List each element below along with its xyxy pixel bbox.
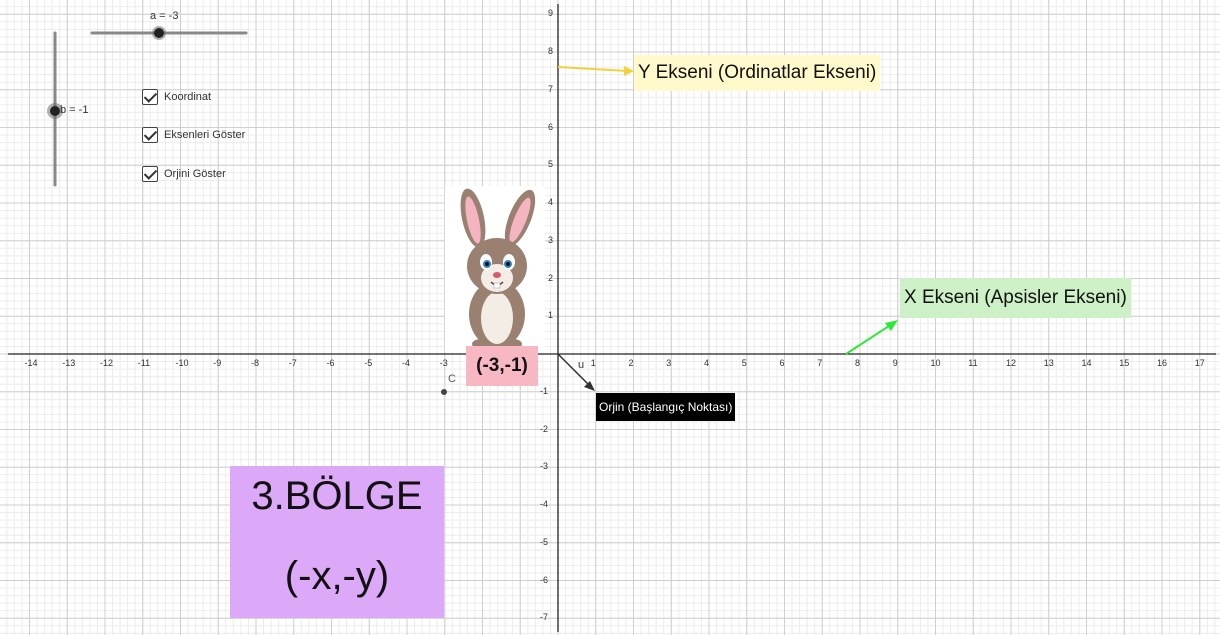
arrow-head-icon — [584, 381, 595, 391]
x-tick-label: 3 — [666, 358, 672, 368]
checkbox-koordinat[interactable]: Koordinat — [142, 89, 211, 105]
x-tick-label: 17 — [1194, 358, 1205, 368]
x-tick-label: -13 — [62, 358, 76, 368]
x-tick-label: -11 — [137, 358, 151, 368]
x-tick-label: 2 — [628, 358, 634, 368]
point-c[interactable] — [441, 389, 447, 395]
arrow-head-icon — [624, 66, 634, 76]
y-tick-label: 1 — [548, 310, 554, 321]
slider-b-handle[interactable] — [50, 106, 60, 116]
y-axis-label: Y Ekseni (Ordinatlar Ekseni) — [634, 55, 881, 91]
y-tick-label: 2 — [548, 272, 554, 283]
checkbox-label: Koordinat — [164, 91, 212, 103]
y-tick-label: 3 — [548, 234, 554, 245]
x-tick-label: 15 — [1119, 358, 1130, 368]
x-tick-label: -3 — [439, 358, 448, 368]
x-tick-label: 10 — [930, 358, 941, 368]
x-tick-label: -12 — [100, 358, 114, 368]
checkbox-checked-icon[interactable] — [142, 89, 158, 105]
y-tick-label: 6 — [548, 121, 554, 132]
x-tick-label: -14 — [24, 358, 38, 368]
y-tick-label: 9 — [548, 8, 554, 19]
y-tick-label: -5 — [540, 536, 549, 547]
y-axis-pointer-arrow — [557, 66, 629, 72]
x-tick-label: 4 — [704, 358, 710, 368]
x-tick-label: 6 — [779, 358, 785, 368]
checkbox-label: Orjini Göster — [164, 168, 226, 180]
y-tick-label: 7 — [548, 83, 554, 94]
y-tick-label: -3 — [540, 461, 549, 472]
y-tick-label: -1 — [540, 385, 549, 396]
x-tick-label: 1 — [590, 358, 596, 368]
slider-a-handle[interactable] — [154, 28, 164, 38]
y-tick-label: -7 — [540, 612, 549, 623]
y-tick-label: 5 — [548, 159, 554, 170]
x-tick-label: -10 — [175, 358, 189, 368]
region-title: 3.BÖLGE — [251, 474, 423, 518]
y-tick-label: -2 — [540, 423, 549, 434]
x-tick-label: 12 — [1006, 358, 1017, 368]
checkbox-checked-icon[interactable] — [142, 166, 158, 182]
region-box: 3.BÖLGE (-x,-y) — [230, 466, 444, 618]
x-tick-label: 5 — [741, 358, 747, 368]
origin-label: Orjin (Başlangıç Noktası) — [596, 393, 736, 421]
x-tick-label: 7 — [817, 358, 823, 368]
slider-a-label: a = -3 — [150, 10, 179, 22]
arrow-head-icon — [885, 320, 898, 331]
checkbox-label: Eksenleri Göster — [164, 129, 246, 141]
vector-u-label: u — [578, 359, 585, 371]
y-tick-label: 8 — [548, 46, 554, 56]
x-tick-label: 11 — [968, 358, 978, 368]
y-tick-label: -4 — [540, 499, 549, 509]
x-tick-label: 8 — [855, 358, 861, 368]
x-tick-label: 14 — [1081, 358, 1092, 368]
y-tick-label: -6 — [540, 574, 549, 585]
slider-b-label: b = -1 — [60, 104, 89, 116]
checkbox-eksenleri-goster[interactable]: Eksenleri Göster — [142, 127, 245, 143]
x-tick-label: 9 — [892, 358, 898, 368]
x-tick-label: -8 — [251, 358, 260, 368]
x-axis-label: X Ekseni (Apsisler Ekseni) — [900, 278, 1131, 318]
x-tick-label: -5 — [364, 358, 373, 368]
point-coordinate-label: (-3,-1) — [466, 346, 538, 386]
x-tick-label: -7 — [288, 358, 297, 368]
x-axis-pointer-arrow — [845, 323, 893, 355]
rabbit-image — [445, 186, 545, 352]
x-tick-label: -4 — [402, 358, 411, 368]
region-sign: (-x,-y) — [284, 554, 390, 598]
checkbox-checked-icon[interactable] — [142, 127, 158, 143]
x-tick-label: 16 — [1157, 358, 1168, 368]
origin-vector-u — [557, 353, 591, 387]
x-tick-label: -9 — [213, 358, 222, 368]
y-tick-label: 4 — [548, 197, 554, 207]
x-tick-label: -6 — [326, 358, 335, 368]
checkbox-orjini-goster[interactable]: Orjini Göster — [142, 166, 226, 182]
point-c-label: C — [448, 373, 456, 385]
x-tick-label: 13 — [1043, 358, 1054, 368]
